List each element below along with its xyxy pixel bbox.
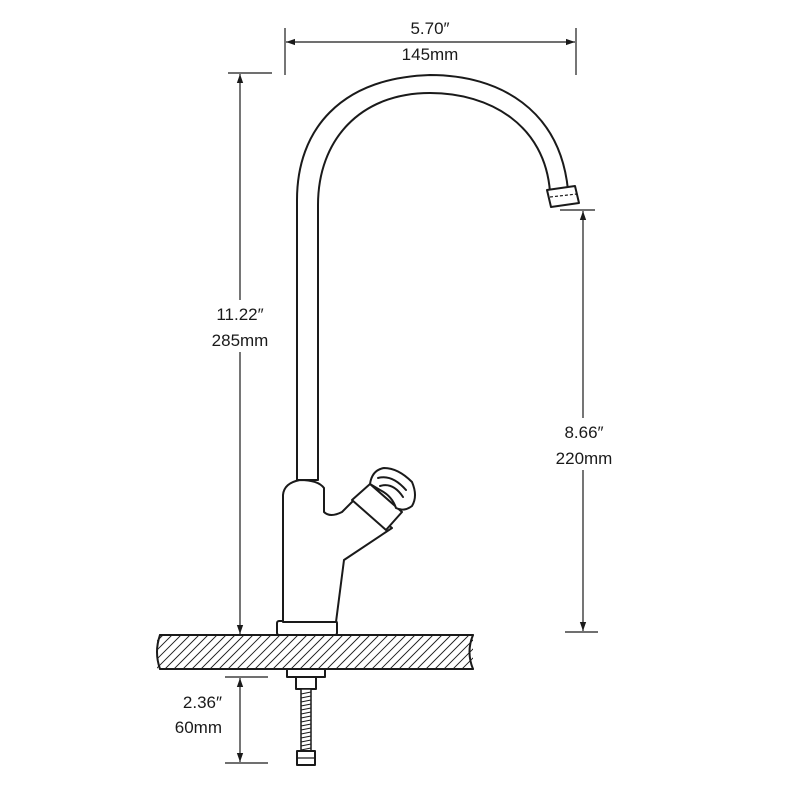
dimension-shank: 2.36″ 60mm (175, 676, 268, 764)
thread-line (300, 719, 312, 723)
width-metric-label: 145mm (402, 45, 459, 64)
hatch-line (236, 635, 272, 669)
hatch-line (157, 635, 191, 669)
spout-imperial-label: 8.66″ (564, 423, 603, 442)
hatch-line (443, 639, 473, 669)
thread-line (300, 723, 312, 727)
dimension-spout-height: 8.66″ 220mm (542, 209, 626, 633)
thread-line (300, 715, 312, 719)
hatch-line (389, 635, 425, 669)
hatch-line (290, 635, 326, 669)
thread-line (300, 731, 312, 735)
hatch-line (416, 635, 452, 669)
hatch-line (326, 635, 362, 669)
shank-metric-label: 60mm (175, 718, 222, 737)
hatch-line (344, 635, 380, 669)
hatch-line (407, 635, 443, 669)
hatch-line (218, 635, 254, 669)
thread-line (300, 727, 312, 731)
height-metric-label: 285mm (212, 331, 269, 350)
hatch-line (182, 635, 218, 669)
faucet-body (276, 467, 416, 636)
width-imperial-label: 5.70″ (410, 19, 449, 38)
hatch-line (308, 635, 344, 669)
hatch-line (263, 635, 299, 669)
thread-line (300, 703, 312, 707)
height-imperial-label: 11.22″ (216, 305, 263, 324)
hatch-line (461, 657, 473, 669)
hatch-line (498, 635, 532, 669)
hatch-line (245, 635, 281, 669)
hatch-line (173, 635, 209, 669)
hatch-line (480, 635, 514, 669)
hatch-line (470, 666, 473, 669)
hatch-line (380, 635, 416, 669)
hatch-line (489, 635, 523, 669)
hatch-line (254, 635, 290, 669)
hatch-line (362, 635, 398, 669)
dimension-width: 5.70″ 145mm (284, 19, 577, 75)
hatch-line (281, 635, 317, 669)
hatch-line (120, 635, 154, 669)
spout-metric-label: 220mm (556, 449, 613, 468)
hatch-line (434, 635, 470, 669)
hatch-line (507, 635, 541, 669)
hatch-line (398, 635, 434, 669)
hatch-line (425, 635, 461, 669)
thread-line (300, 695, 312, 699)
thread-line (300, 691, 312, 695)
hatch-line (371, 635, 407, 669)
shank-imperial-label: 2.36″ (183, 693, 222, 712)
hatch-line (191, 635, 227, 669)
hatch-line (227, 635, 263, 669)
thread-line (300, 743, 312, 747)
hatch-line (299, 635, 335, 669)
hatch-line (209, 635, 245, 669)
hatch-line (353, 635, 389, 669)
thread-line (300, 699, 312, 703)
hatch-line (335, 635, 371, 669)
gooseneck-spout (296, 74, 580, 481)
thread-line (300, 735, 312, 739)
hatch-line (516, 635, 550, 669)
mounting-shank (286, 668, 326, 766)
hatch-line (317, 635, 353, 669)
hatch-line (157, 635, 182, 660)
hatch-line (272, 635, 308, 669)
thread-line (300, 707, 312, 711)
hatch-line (200, 635, 236, 669)
countertop (120, 634, 550, 670)
thread-line (300, 711, 312, 715)
hatch-line (157, 635, 173, 651)
thread-line (300, 739, 312, 743)
hatch-line (164, 635, 200, 669)
thread-line (300, 747, 312, 751)
dimension-height: 11.22″ 285mm (196, 72, 284, 636)
